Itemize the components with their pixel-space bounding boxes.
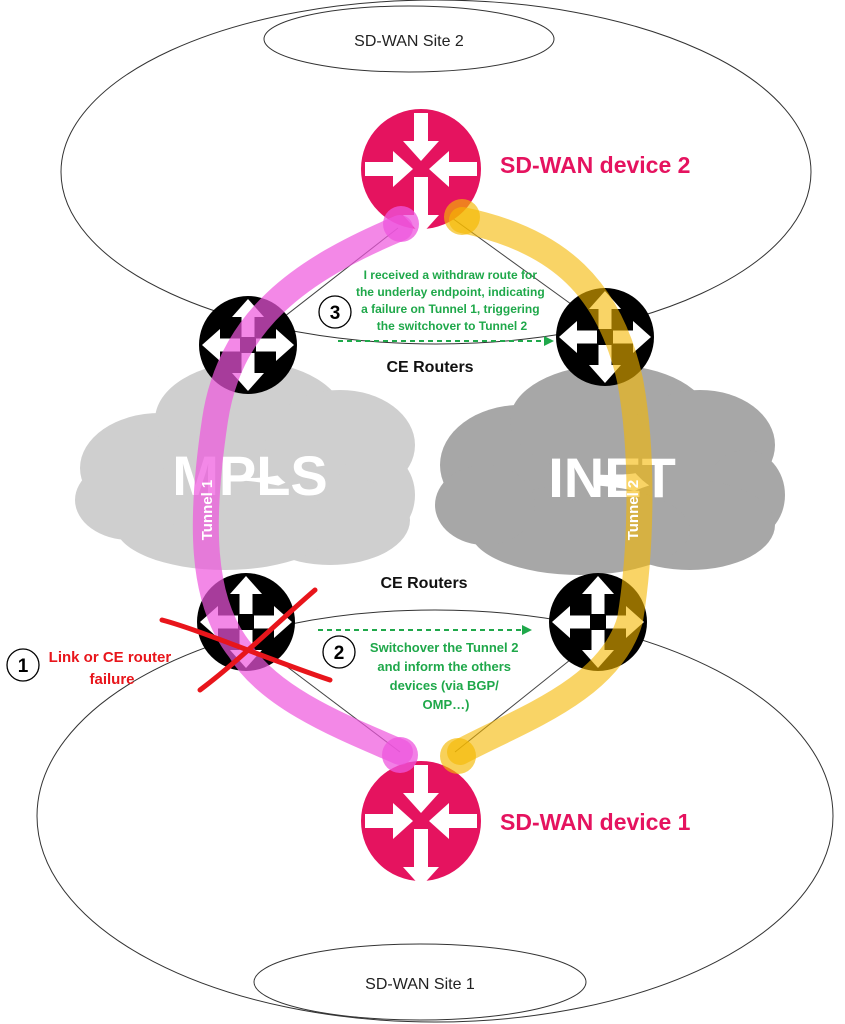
step-3-line: a failure on Tunnel 1, triggering (361, 302, 539, 316)
sdwan-device-1[interactable] (361, 761, 481, 887)
step-2: 2 Switchover the Tunnel 2 and inform the… (318, 625, 532, 712)
step-2-line: OMP…) (423, 697, 470, 712)
inet-label: INET (548, 446, 676, 509)
sdwan-device-1-label: SD-WAN device 1 (500, 809, 691, 835)
ce-routers-top-label: CE Routers (386, 359, 473, 376)
step-2-number: 2 (334, 643, 345, 664)
step-2-badge (322, 635, 356, 669)
site-2-area: SD-WAN Site 2 (60, 0, 812, 345)
site-1-area: SD-WAN Site 1 (36, 609, 834, 1023)
step-3-number: 3 (330, 303, 341, 324)
step-3-badge (318, 295, 352, 329)
tunnel-1-label: Tunnel 1 (199, 480, 216, 541)
step-3-line: the switchover to Tunnel 2 (377, 319, 528, 333)
step-2-line: devices (via BGP/ (390, 678, 499, 693)
step-2-text: Switchover the Tunnel 2 and inform the o… (370, 640, 522, 712)
site-2-label: SD-WAN Site 2 (354, 33, 464, 50)
step-1-number: 1 (18, 656, 29, 677)
step-3-text: I received a withdraw route for the unde… (356, 268, 548, 333)
ce-routers-bottom-label: CE Routers (380, 575, 467, 592)
step-2-line: and inform the others (377, 659, 511, 674)
step-1-text: Link or CE router failure (49, 649, 176, 688)
sdwan-device-2[interactable] (361, 109, 481, 235)
tunnel-2: Tunnel 2 (440, 199, 653, 774)
step-2-line: Switchover the Tunnel 2 (370, 640, 519, 655)
cross-icon (159, 587, 333, 693)
inet-cloud: INET (435, 365, 785, 575)
step-1-badge (6, 648, 40, 682)
step-3-line: I received a withdraw route for (364, 268, 538, 282)
tunnel-1: Tunnel 1 (192, 206, 419, 773)
step-3: 3 I received a withdraw route for the un… (318, 268, 554, 346)
site-1-label: SD-WAN Site 1 (365, 976, 475, 993)
sdwan-device-2-label: SD-WAN device 2 (500, 152, 690, 178)
site-2-label-bubble (263, 5, 555, 73)
site-1-label-bubble (253, 943, 587, 1021)
step-1-line: Link or CE router (49, 649, 172, 666)
tunnel-2-label: Tunnel 2 (625, 480, 642, 541)
step-1-line: failure (89, 671, 134, 688)
step-3-line: the underlay endpoint, indicating (356, 285, 545, 299)
step-1: 1 Link or CE router failure (6, 648, 176, 688)
